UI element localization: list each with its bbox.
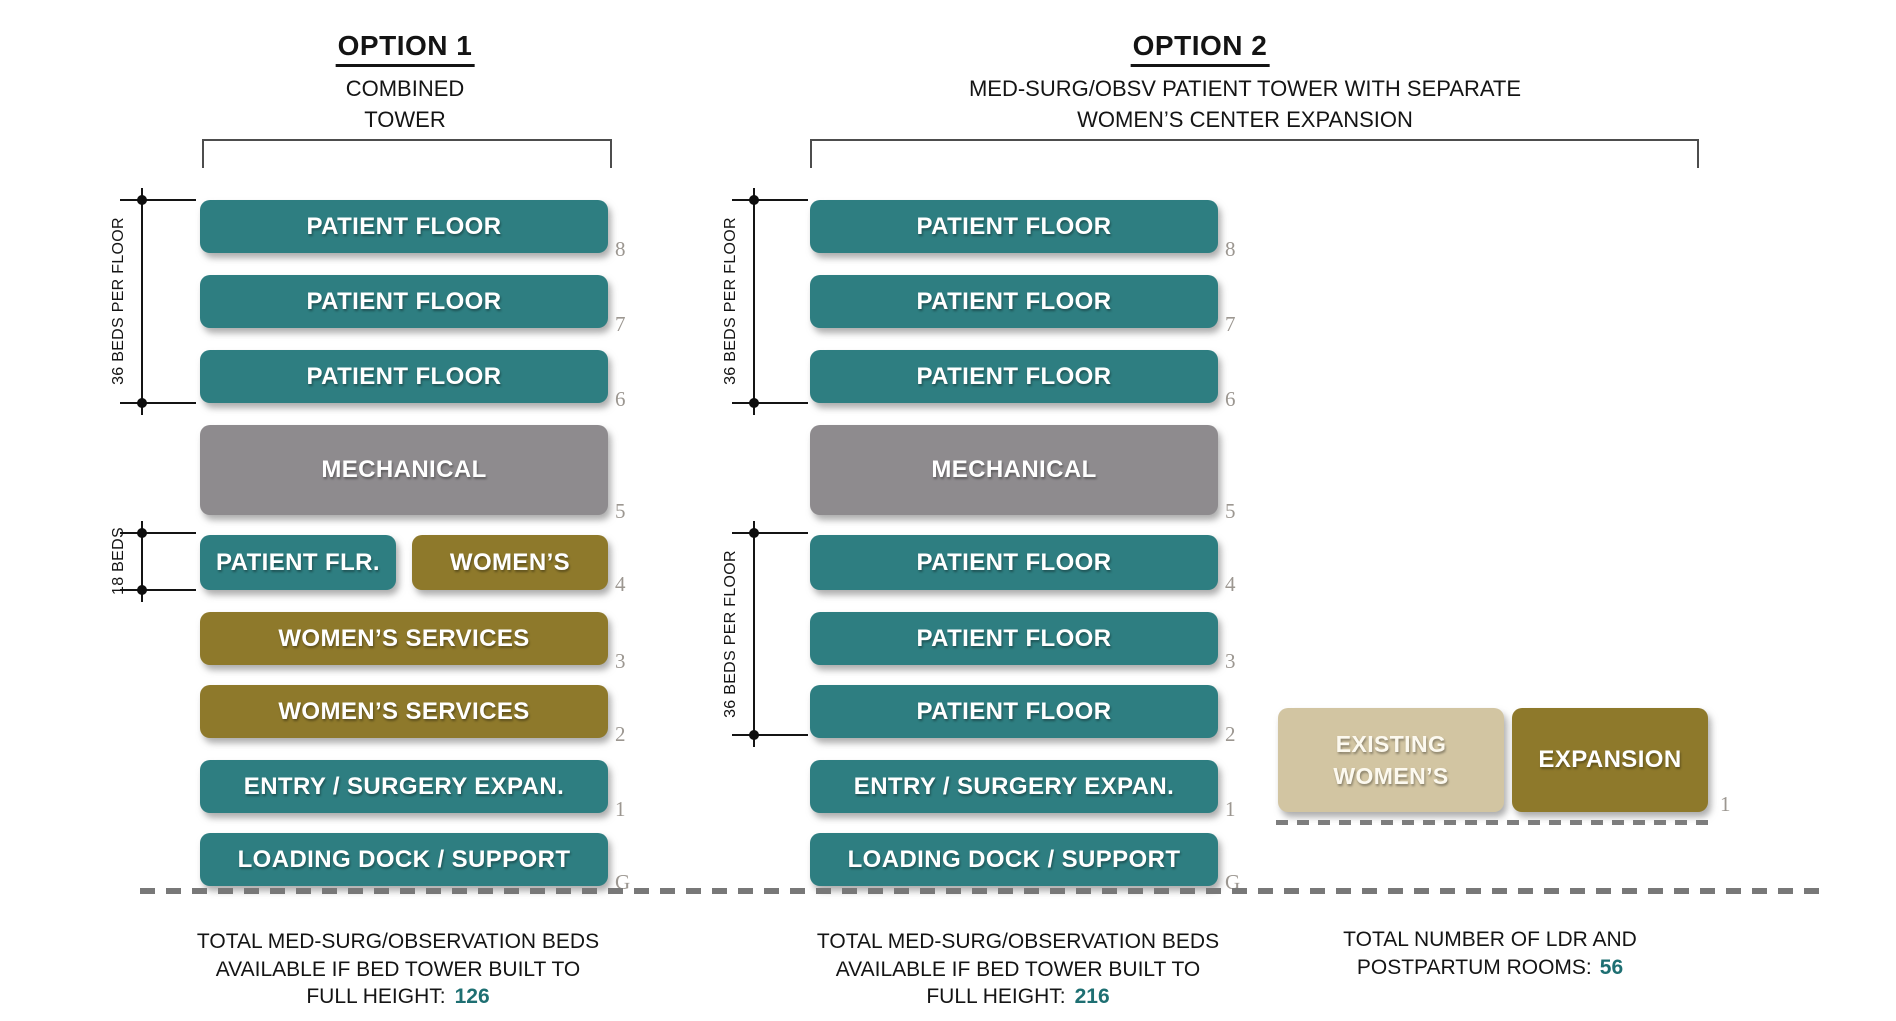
dimension-dot [137, 528, 147, 538]
option2-caption: TOTAL MED-SURG/OBSERVATION BEDS AVAILABL… [817, 928, 1219, 1011]
option2-subtitle-line1: MED-SURG/OBSV PATIENT TOWER WITH SEPARAT… [968, 76, 1522, 101]
option1-floor-7-block: PATIENT FLOOR [200, 275, 608, 328]
option2-caption-line3-label: FULL HEIGHT: [926, 985, 1066, 1008]
option2-total-beds-value: 216 [1074, 985, 1110, 1008]
dimension-tick [120, 532, 196, 534]
option1-title: OPTION 1 [335, 30, 475, 67]
dimension-dot [749, 398, 759, 408]
dimension-tick [120, 402, 196, 404]
option2-floor-g-block: LOADING DOCK / SUPPORT [810, 833, 1218, 886]
option2-floor-7-block: PATIENT FLOOR [810, 275, 1218, 328]
option1-upper-dimension-label: 36 BEDS PER FLOOR [110, 217, 127, 385]
womens-caption-line2-label: POSTPARTUM ROOMS: [1356, 955, 1592, 979]
existing-womens-block: EXISTING WOMEN’S [1278, 708, 1504, 812]
option1-floor-3-number: 3 [615, 649, 626, 673]
dimension-dot [749, 730, 759, 740]
option1-caption-line1: TOTAL MED-SURG/OBSERVATION BEDS [196, 930, 600, 953]
ground-line [140, 888, 1830, 894]
dimension-line [141, 521, 143, 602]
option1-floor-8-number: 8 [615, 237, 626, 261]
option1-total-beds-value: 126 [454, 985, 490, 1008]
option1-floor-6-number: 6 [615, 387, 626, 411]
womens-center-ground-line [1276, 820, 1714, 825]
dimension-dot [137, 398, 147, 408]
dimension-tick [732, 734, 808, 736]
option1-floor-5-mechanical-block: MECHANICAL [200, 425, 608, 515]
option1-floor-4-number: 4 [615, 572, 626, 596]
option2-floor-1-block: ENTRY / SURGERY EXPAN. [810, 760, 1218, 813]
dimension-line [753, 188, 755, 415]
expansion-block: EXPANSION [1512, 708, 1708, 812]
option1-floor-6-block: PATIENT FLOOR [200, 350, 608, 403]
existing-womens-line2: WOMEN’S [1333, 763, 1449, 789]
option1-subtitle-line2: TOWER [364, 107, 446, 132]
option2-floor-3-number: 3 [1225, 649, 1236, 673]
option2-caption-line2: AVAILABLE IF BED TOWER BUILT TO [835, 957, 1201, 981]
dimension-line [753, 521, 755, 747]
option2-caption-line1: TOTAL MED-SURG/OBSERVATION BEDS [816, 930, 1220, 953]
womens-caption-line1: TOTAL NUMBER OF LDR AND [1343, 928, 1637, 951]
option2-floor-1-number: 1 [1225, 797, 1236, 821]
dimension-tick [732, 532, 808, 534]
option2-subtitle-line2: WOMEN’S CENTER EXPANSION [1077, 107, 1413, 132]
option2-floor-8-block: PATIENT FLOOR [810, 200, 1218, 253]
option1-floor-8-block: PATIENT FLOOR [200, 200, 608, 253]
dimension-line [141, 188, 143, 415]
option2-floor-3-block: PATIENT FLOOR [810, 612, 1218, 665]
option1-caption-line3: FULL HEIGHT: 126 [197, 983, 599, 1011]
option1-floor-2-number: 2 [615, 722, 626, 746]
option1-floor-4-womens-block: WOMEN’S [412, 535, 608, 590]
dimension-tick [120, 589, 196, 591]
option1-floor-3-block: WOMEN’S SERVICES [200, 612, 608, 665]
option1-caption: TOTAL MED-SURG/OBSERVATION BEDS AVAILABL… [197, 928, 599, 1011]
option1-subtitle-line1: COMBINED [345, 76, 465, 101]
option1-caption-line3-label: FULL HEIGHT: [306, 985, 446, 1008]
option1-floor-2-block: WOMEN’S SERVICES [200, 685, 608, 738]
existing-womens-line1: EXISTING [1335, 730, 1447, 757]
dimension-dot [749, 528, 759, 538]
option2-floor-8-number: 8 [1225, 237, 1236, 261]
womens-caption-line2: POSTPARTUM ROOMS: 56 [1343, 954, 1637, 982]
dimension-dot [749, 195, 759, 205]
option2-title: OPTION 2 [1130, 30, 1270, 67]
option2-floor-5-number: 5 [1225, 499, 1236, 523]
option2-floor-6-block: PATIENT FLOOR [810, 350, 1218, 403]
option1-lower-dimension-label: 18 BEDS [110, 527, 127, 595]
dimension-tick [732, 199, 808, 201]
option1-floor-g-block: LOADING DOCK / SUPPORT [200, 833, 608, 886]
dimension-tick [120, 199, 196, 201]
option2-floor-4-block: PATIENT FLOOR [810, 535, 1218, 590]
womens-center-floor-number: 1 [1720, 792, 1731, 816]
option2-floor-5-mechanical-block: MECHANICAL [810, 425, 1218, 515]
option2-floor-6-number: 6 [1225, 387, 1236, 411]
option2-floor-2-block: PATIENT FLOOR [810, 685, 1218, 738]
option1-floor-7-number: 7 [615, 312, 626, 336]
option1-floor-1-number: 1 [615, 797, 626, 821]
dimension-dot [137, 195, 147, 205]
option2-floor-4-number: 4 [1225, 572, 1236, 596]
option1-floor-5-number: 5 [615, 499, 626, 523]
option1-floor-4-patient-block: PATIENT FLR. [200, 535, 396, 590]
option1-floor-1-block: ENTRY / SURGERY EXPAN. [200, 760, 608, 813]
option2-floor-7-number: 7 [1225, 312, 1236, 336]
option2-floor-2-number: 2 [1225, 722, 1236, 746]
option1-span-bracket [202, 139, 612, 168]
option2-caption-line3: FULL HEIGHT: 216 [817, 983, 1219, 1011]
womens-center-caption: TOTAL NUMBER OF LDR AND POSTPARTUM ROOMS… [1343, 926, 1637, 981]
option1-caption-line2: AVAILABLE IF BED TOWER BUILT TO [215, 957, 581, 981]
option2-lower-dimension-label: 36 BEDS PER FLOOR [722, 550, 739, 718]
option2-span-bracket [810, 139, 1699, 168]
option2-upper-dimension-label: 36 BEDS PER FLOOR [722, 217, 739, 385]
dimension-tick [732, 402, 808, 404]
womens-rooms-value: 56 [1599, 955, 1624, 979]
dimension-dot [137, 585, 147, 595]
